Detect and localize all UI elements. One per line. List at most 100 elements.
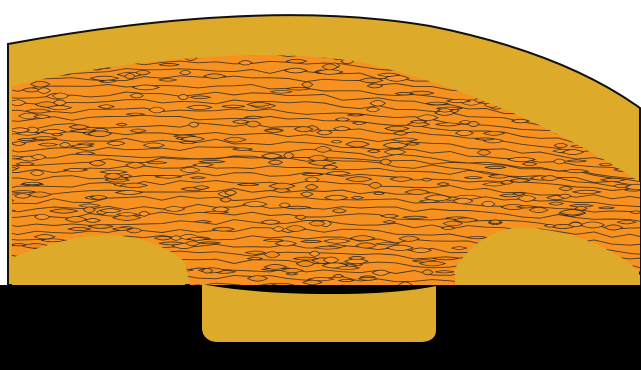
mesh-cell <box>374 192 384 194</box>
mesh-cell <box>302 173 323 175</box>
mesh-cell <box>271 90 292 93</box>
mesh-cell <box>436 123 461 126</box>
mesh-cell <box>11 191 36 193</box>
mesh-cell <box>452 247 467 250</box>
mesh-cell <box>351 196 363 199</box>
mesh-cell <box>426 102 448 105</box>
mesh-cell <box>52 133 63 136</box>
mesh-cell <box>286 273 297 275</box>
mesh-cell <box>447 99 471 103</box>
mesh-cell <box>411 120 427 123</box>
mesh-cell <box>549 202 563 205</box>
mesh-cell <box>193 163 213 167</box>
mesh-cell <box>392 138 418 142</box>
mesh-cell <box>510 179 529 183</box>
mesh-cell <box>358 277 377 280</box>
mesh-cell <box>39 143 58 146</box>
mesh-cell <box>333 275 343 278</box>
mesh-cell <box>381 214 398 217</box>
mesh-cell <box>117 213 137 217</box>
mesh-cell <box>199 160 225 163</box>
mesh-cell <box>517 206 535 208</box>
mesh-cell <box>159 63 179 66</box>
mesh-cell <box>0 86 8 91</box>
mesh-cell <box>222 105 245 108</box>
mesh-cell <box>238 184 259 186</box>
mesh-cell <box>127 113 144 115</box>
mesh-cell <box>599 163 612 166</box>
mesh-cell <box>394 131 408 135</box>
mesh-cell <box>464 177 482 179</box>
mesh-cell <box>199 242 221 244</box>
mesh-cell <box>395 92 412 95</box>
mesh-cell <box>22 182 42 185</box>
mesh-cell <box>263 239 283 241</box>
mesh-cell <box>614 184 629 187</box>
mesh-cell <box>245 116 263 118</box>
mesh-cell <box>489 220 501 224</box>
mesh-cell <box>34 115 50 118</box>
mesh-cell <box>41 239 65 242</box>
mesh-cell <box>441 227 454 230</box>
mesh-cell <box>378 73 399 76</box>
mesh-cell <box>68 227 90 230</box>
mesh-cell <box>433 257 459 260</box>
mesh-cell <box>131 129 146 133</box>
mesh-cell <box>147 162 168 164</box>
mesh-cell <box>349 256 365 259</box>
mesh-cell <box>501 181 513 185</box>
mesh-cell <box>586 63 608 68</box>
mesh-cell <box>376 243 400 245</box>
mesh-cell <box>195 221 211 223</box>
mesh-cell <box>248 257 263 260</box>
mesh-cell <box>406 143 419 146</box>
mesh-cell <box>293 257 318 260</box>
mesh-cell <box>194 186 209 190</box>
mesh-cell <box>489 175 510 179</box>
mesh-cell <box>435 271 454 273</box>
mesh-cell <box>420 200 439 203</box>
mesh-cell <box>70 145 93 148</box>
mesh-cell <box>301 240 322 242</box>
mesh-cell <box>76 152 95 155</box>
mesh-cell <box>64 168 87 171</box>
mesh-cell <box>422 178 432 181</box>
mesh-cell <box>601 178 625 181</box>
mesh-cell <box>437 183 449 186</box>
mesh-cell <box>336 118 350 121</box>
mesh-cell <box>99 105 115 109</box>
mesh-cell <box>159 242 184 245</box>
mesh-cell <box>475 138 495 140</box>
mesh-cell <box>85 219 100 223</box>
mesh-cell <box>32 137 57 140</box>
mesh-cell <box>0 95 8 101</box>
mesh-cell <box>500 194 520 197</box>
mesh-cell <box>331 140 341 143</box>
mesh-cell <box>631 211 641 214</box>
mesh-cell <box>187 237 207 240</box>
mesh-cell <box>438 109 453 112</box>
mesh-cell <box>403 216 428 218</box>
mesh-cell <box>12 142 26 146</box>
mesh-cell <box>159 79 176 82</box>
mesh-cell <box>353 122 366 125</box>
mesh-cell <box>383 221 395 224</box>
mesh-cell <box>545 224 556 227</box>
mesh-cell <box>566 160 586 162</box>
mesh-cell <box>368 150 380 153</box>
mesh-cell <box>112 228 131 231</box>
mesh-cell <box>191 177 205 179</box>
mesh-cell <box>619 80 640 84</box>
mesh-cell <box>190 96 210 99</box>
mesh-cell <box>348 114 364 116</box>
mesh-cell <box>485 166 506 169</box>
mesh-cell <box>233 120 249 124</box>
mesh-cell <box>315 246 341 249</box>
mesh-cell <box>597 68 621 72</box>
mesh-cell <box>204 211 229 213</box>
mesh-cell <box>522 162 536 166</box>
mesh-cell <box>117 123 127 126</box>
mesh-cell <box>16 162 34 165</box>
mesh-cell <box>308 278 333 281</box>
